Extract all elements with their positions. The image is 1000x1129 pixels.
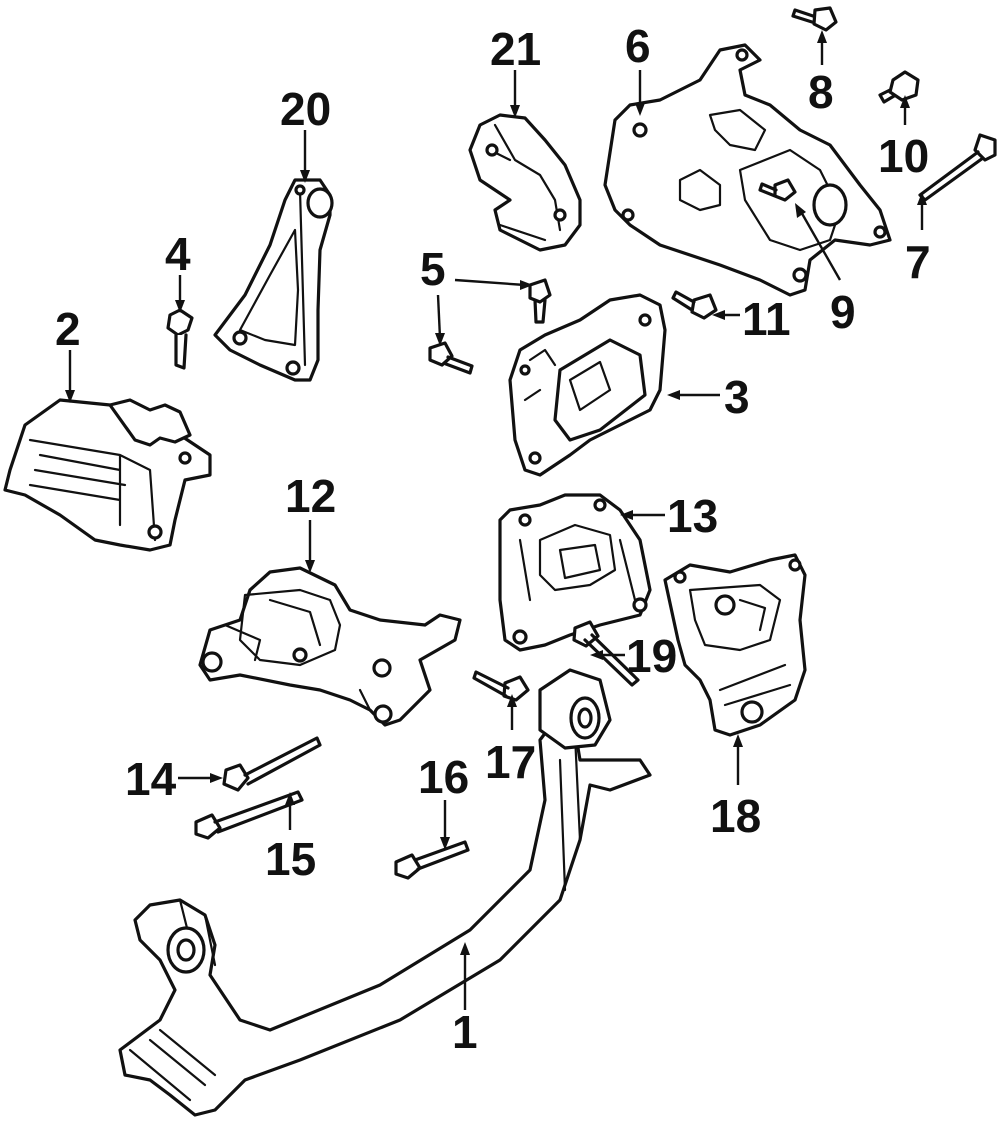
- part-19-bolt: [572, 620, 640, 687]
- part-7-bolt: [918, 133, 997, 202]
- callout-16: 16: [418, 751, 469, 803]
- part-13-bracket: [498, 493, 652, 652]
- callout-9: 9: [830, 286, 856, 338]
- callout-17: 17: [485, 736, 536, 788]
- part-4-bolt: [166, 308, 194, 370]
- callout-7: 7: [905, 236, 931, 288]
- callout-5: 5: [420, 243, 446, 295]
- part-1-crossmember: [118, 668, 652, 1117]
- callout-13: 13: [667, 490, 718, 542]
- callout-15: 15: [265, 833, 316, 885]
- part-20-bracket: [213, 178, 334, 382]
- part-16-bolt: [394, 840, 470, 880]
- part-3-engine-mount: [508, 293, 667, 477]
- part-11-bolt: [671, 290, 718, 320]
- part-6-bracket: [603, 43, 892, 297]
- part-21-bracket: [468, 113, 582, 252]
- leader-lines: [65, 30, 927, 1010]
- callout-10: 10: [878, 130, 929, 182]
- part-9-bolt: [758, 178, 797, 202]
- callout-14: 14: [125, 753, 177, 805]
- callout-labels: 1 2 3 4 5 6 7 8 9 10 11 12 13 14 15 16 1…: [55, 20, 931, 1058]
- part-18-bracket: [663, 553, 807, 737]
- part-15-bolt: [194, 790, 304, 840]
- callout-2: 2: [55, 303, 81, 355]
- part-12-mount: [198, 566, 462, 727]
- callout-3: 3: [724, 371, 750, 423]
- callout-6: 6: [625, 20, 651, 72]
- callout-18: 18: [710, 790, 761, 842]
- part-10-nut: [878, 70, 920, 104]
- part-17-bolt: [472, 670, 530, 702]
- callout-21: 21: [490, 23, 541, 75]
- part-14-bolt: [222, 736, 322, 792]
- callout-8: 8: [808, 66, 834, 118]
- part-8-bolt: [791, 6, 838, 32]
- part-5-bolts: [428, 278, 552, 375]
- callout-20: 20: [280, 83, 331, 135]
- callout-1: 1: [452, 1006, 478, 1058]
- callout-4: 4: [165, 228, 191, 280]
- part-2-transmission-mount: [3, 398, 212, 552]
- callout-12: 12: [285, 470, 336, 522]
- callout-19: 19: [626, 630, 677, 682]
- callout-11: 11: [742, 293, 791, 345]
